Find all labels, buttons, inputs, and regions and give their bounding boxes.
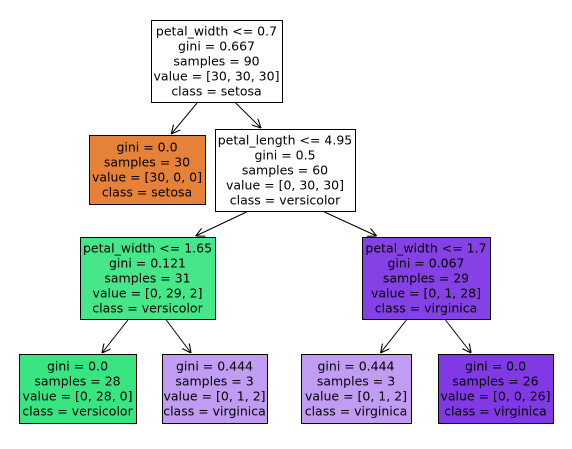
tree-node-line: value = [0, 0, 26]: [440, 389, 550, 404]
tree-node-line: samples = 60: [242, 163, 328, 178]
tree-node-line: gini = 0.0: [116, 140, 177, 155]
tree-node-box: [438, 354, 554, 424]
tree-node-line: gini = 0.0: [47, 359, 108, 374]
tree-node-line: class = versicolor: [92, 301, 203, 316]
tree-node-line: samples = 3: [175, 374, 253, 389]
tree-node-line: class = versicolor: [230, 193, 341, 208]
tree-node-line: samples = 29: [383, 271, 469, 286]
tree-node-box: [19, 354, 137, 424]
tree-edge-arrow: [102, 319, 129, 353]
tree-node-line: samples = 3: [317, 374, 395, 389]
tree-node-line: petal_length <= 4.95: [218, 133, 352, 148]
tree-node-line: petal_width <= 1.7: [365, 241, 486, 256]
tree-edge-arrow: [196, 211, 247, 236]
tree-node-box: [362, 237, 491, 320]
tree-node-box: [162, 354, 268, 424]
tree-node-line: class = versicolor: [22, 404, 133, 419]
tree-node-line: gini = 0.444: [176, 359, 253, 374]
tree-edge-arrow: [381, 319, 407, 353]
tree-node-line: samples = 90: [173, 54, 259, 69]
tree-edge-arrow: [235, 102, 261, 128]
tree-edge-arrow: [165, 319, 191, 353]
tree-node-box: [301, 354, 412, 424]
tree-node-line: class = setosa: [102, 185, 192, 200]
tree-edge-arrow: [445, 319, 471, 353]
tree-node-line: value = [0, 29, 2]: [92, 286, 202, 301]
tree-node-line: value = [0, 1, 2]: [163, 389, 265, 404]
tree-node-line: value = [30, 30, 30]: [154, 69, 280, 84]
tree-edge-arrow: [324, 211, 376, 236]
tree-node-line: gini = 0.444: [317, 359, 394, 374]
tree-node-line: value = [0, 1, 2]: [305, 389, 407, 404]
tree-node-line: class = virginica: [163, 404, 266, 419]
tree-node-line: gini = 0.667: [178, 39, 255, 54]
tree-node-line: class = virginica: [444, 404, 547, 419]
tree-node-line: samples = 30: [104, 155, 190, 170]
tree-node-box: [89, 135, 206, 205]
tree-node-box: [80, 237, 216, 320]
tree-node-line: gini = 0.0: [465, 359, 526, 374]
tree-node-line: value = [0, 28, 0]: [22, 389, 132, 404]
tree-node-line: class = virginica: [305, 404, 408, 419]
tree-node-line: samples = 28: [34, 374, 120, 389]
tree-node-box: [151, 20, 283, 103]
tree-node-line: class = virginica: [375, 301, 478, 316]
tree-edge-arrow: [171, 102, 198, 134]
tree-node-line: gini = 0.121: [109, 256, 186, 271]
tree-node-box: [215, 129, 356, 212]
tree-node-line: petal_width <= 0.7: [156, 24, 277, 39]
tree-node-line: gini = 0.5: [254, 148, 315, 163]
tree-node-line: class = setosa: [171, 84, 261, 99]
tree-node-line: gini = 0.067: [387, 256, 464, 271]
tree-node-line: value = [0, 30, 30]: [226, 178, 344, 193]
tree-node-line: value = [0, 1, 28]: [371, 286, 481, 301]
tree-node-line: petal_width <= 1.65: [83, 241, 212, 256]
edges-layer: [102, 102, 471, 353]
tree-node-line: samples = 26: [452, 374, 538, 389]
tree-node-line: value = [30, 0, 0]: [92, 170, 202, 185]
tree-node-line: samples = 31: [104, 271, 190, 286]
